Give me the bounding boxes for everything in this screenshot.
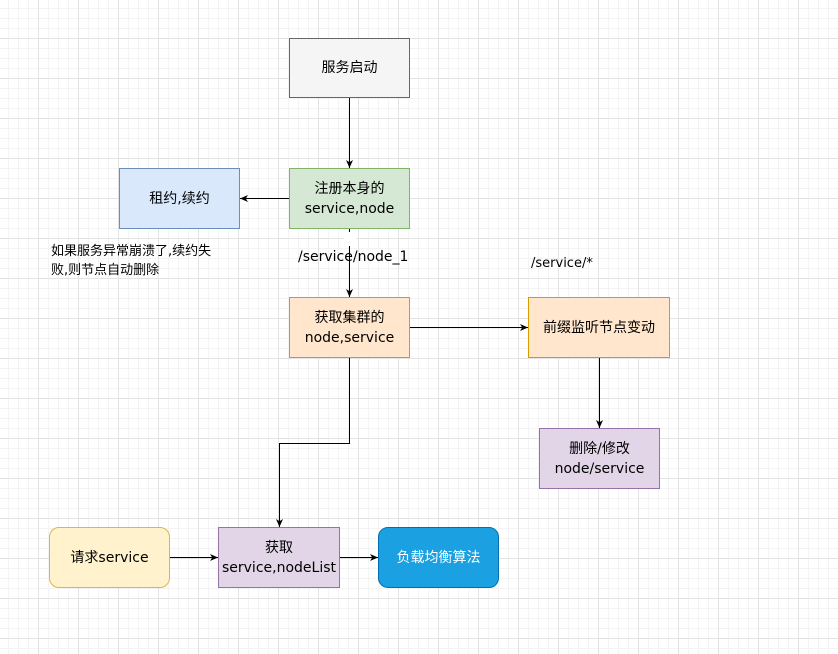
node-get-node-list[interactable]: 获取 service,nodeList bbox=[218, 527, 340, 588]
node-register-service[interactable]: 注册本身的 service,node bbox=[289, 168, 410, 229]
lease-note-label: 如果服务异常崩溃了,续约失 败,则节点自动删除 bbox=[51, 244, 212, 278]
path-label-background bbox=[344, 232, 356, 246]
node-delete-modify[interactable]: 删除/修改 node/service bbox=[539, 428, 660, 489]
node-request-service[interactable]: 请求service bbox=[49, 527, 170, 588]
node-load-balance[interactable]: 负载均衡算法 bbox=[378, 527, 499, 588]
prefix-path-label: /service/* bbox=[531, 256, 593, 271]
node-service-start[interactable]: 服务启动 bbox=[289, 38, 410, 98]
node-path-label: /service/node_1 bbox=[298, 249, 409, 265]
node-lease-renew[interactable]: 租约,续约 bbox=[119, 168, 240, 229]
node-get-cluster[interactable]: 获取集群的 node,service bbox=[289, 297, 410, 358]
edge-cluster-to-getlist bbox=[276, 358, 350, 527]
node-prefix-watch[interactable]: 前缀监听节点变动 bbox=[528, 297, 670, 358]
